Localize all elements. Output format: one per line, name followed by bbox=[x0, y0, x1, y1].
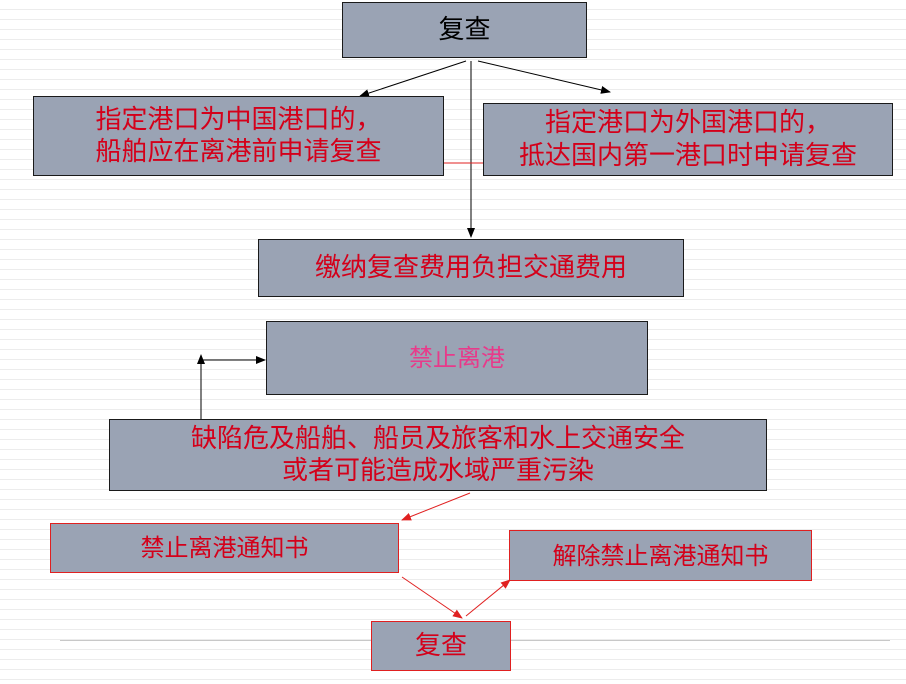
recheck-top-box: 复查 bbox=[342, 2, 587, 58]
arrow-to-foreign-port bbox=[477, 60, 611, 94]
fee-label: 缴纳复查费用负担交通费用 bbox=[314, 252, 627, 283]
recheck-bottom-box: 复查 bbox=[371, 621, 511, 671]
defect-line2: 或者可能造成水域严重污染 bbox=[281, 456, 594, 486]
china-port-line1: 指定港口为中国港口的， bbox=[95, 104, 382, 135]
foreign-port-line2: 抵达国内第一港口时申请复查 bbox=[518, 140, 857, 171]
ban-notice-label: 禁止离港通知书 bbox=[140, 534, 309, 562]
foreign-port-line1: 指定港口为外国港口的， bbox=[544, 108, 831, 138]
recheck-bottom-label: 复查 bbox=[414, 630, 467, 661]
china-port-box: 指定港口为中国港口的， 船舶应在离港前申请复查 bbox=[33, 96, 444, 176]
recheck-top-label: 复查 bbox=[438, 14, 491, 45]
fee-box: 缴纳复查费用负担交通费用 bbox=[258, 239, 684, 297]
lift-notice-label: 解除禁止离港通知书 bbox=[552, 541, 769, 570]
china-port-line2: 船舶应在离港前申请复查 bbox=[95, 137, 382, 167]
foreign-port-box: 指定港口为外国港口的， 抵达国内第一港口时申请复查 bbox=[483, 103, 893, 176]
arrow-to-recheck-bottom bbox=[401, 576, 463, 619]
ban-departure-box: 禁止离港 bbox=[266, 321, 648, 395]
ban-departure-label: 禁止离港 bbox=[409, 344, 505, 372]
lift-notice-box: 解除禁止离港通知书 bbox=[509, 530, 812, 581]
arrow-to-china-port bbox=[359, 60, 467, 97]
ban-notice-box: 禁止离港通知书 bbox=[50, 523, 399, 573]
defect-line1: 缺陷危及船舶、船员及旅客和水上交通安全 bbox=[190, 423, 685, 454]
arrow-to-ban-notice bbox=[401, 492, 471, 521]
defect-box: 缺陷危及船舶、船员及旅客和水上交通安全 或者可能造成水域严重污染 bbox=[109, 419, 767, 491]
arrow-to-lift-notice bbox=[465, 579, 511, 617]
